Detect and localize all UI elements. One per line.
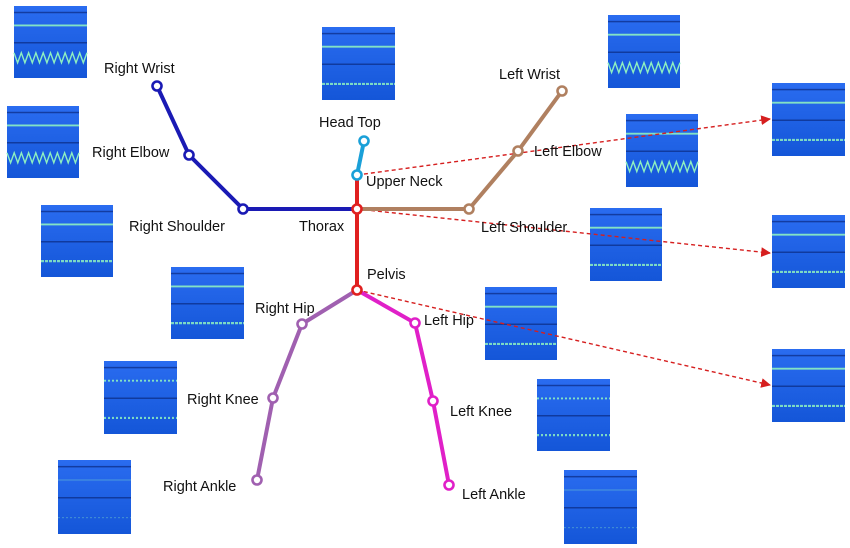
- label-right-shoulder: Right Shoulder: [129, 219, 225, 235]
- spectrogram-thumbnail: [590, 208, 662, 281]
- spectrogram-thumbnail: [171, 267, 244, 339]
- left-ankle-joint: [443, 479, 455, 491]
- head-top-joint: [358, 135, 370, 147]
- label-right-wrist: Right Wrist: [104, 61, 175, 77]
- bones: [155, 84, 564, 487]
- right-wrist-joint: [151, 80, 163, 92]
- right-elbow-joint: [183, 149, 195, 161]
- right-ankle-joint: [251, 474, 263, 486]
- labels: Right Wrist Right Elbow Right Shoulder T…: [92, 61, 602, 503]
- thorax-joint: [351, 203, 363, 215]
- upper-neck-joint: [351, 169, 363, 181]
- spectrogram-thumbnail: [485, 287, 557, 360]
- label-thorax: Thorax: [299, 219, 345, 235]
- left-knee-joint: [427, 395, 439, 407]
- label-pelvis: Pelvis: [367, 267, 406, 283]
- spectrogram-thumbnail: [58, 460, 131, 534]
- label-left-wrist: Left Wrist: [499, 67, 560, 83]
- right-shoulder-joint: [237, 203, 249, 215]
- arrow-thorax: [356, 208, 771, 257]
- right-hip-joint: [296, 318, 308, 330]
- spectrogram-thumbnail: [322, 27, 395, 100]
- spectrogram-thumbnail: [625, 114, 699, 187]
- label-head-top: Head Top: [319, 115, 381, 131]
- spectrogram-thumbnail: [607, 15, 681, 88]
- arrow-pelvis: [356, 289, 771, 388]
- right-knee-joint: [267, 392, 279, 404]
- label-left-ankle: Left Ankle: [462, 487, 526, 503]
- right-arm-bone: [155, 84, 359, 211]
- label-right-elbow: Right Elbow: [92, 145, 170, 161]
- label-left-shoulder: Left Shoulder: [481, 220, 567, 236]
- thumbnail-group: [6, 6, 845, 544]
- left-elbow-joint: [512, 145, 524, 157]
- spectrogram-thumbnail: [104, 361, 177, 434]
- arrows: [356, 115, 771, 388]
- label-upper-neck: Upper Neck: [366, 174, 443, 190]
- left-shoulder-joint: [463, 203, 475, 215]
- spectrogram-thumbnail: [564, 470, 637, 544]
- left-arm-bone: [355, 89, 564, 211]
- spectrogram-thumbnail: [772, 215, 845, 288]
- right-leg-bone: [255, 288, 359, 482]
- spectrogram-thumbnail: [772, 83, 845, 156]
- pelvis-joint: [351, 284, 363, 296]
- spectrogram-thumbnail: [13, 6, 88, 78]
- left-hip-joint: [409, 317, 421, 329]
- left-wrist-joint: [556, 85, 568, 97]
- spectrogram-thumbnail: [537, 379, 610, 451]
- spectrogram-thumbnail: [772, 349, 845, 422]
- spectrogram-thumbnail: [41, 205, 113, 277]
- label-right-knee: Right Knee: [187, 392, 259, 408]
- label-left-hip: Left Hip: [424, 313, 474, 329]
- label-left-knee: Left Knee: [450, 404, 512, 420]
- label-right-hip: Right Hip: [255, 301, 315, 317]
- label-left-elbow: Left Elbow: [534, 144, 602, 160]
- spectrogram-thumbnail: [6, 106, 80, 178]
- left-leg-bone: [355, 288, 451, 487]
- label-right-ankle: Right Ankle: [163, 479, 236, 495]
- joints: [151, 80, 568, 491]
